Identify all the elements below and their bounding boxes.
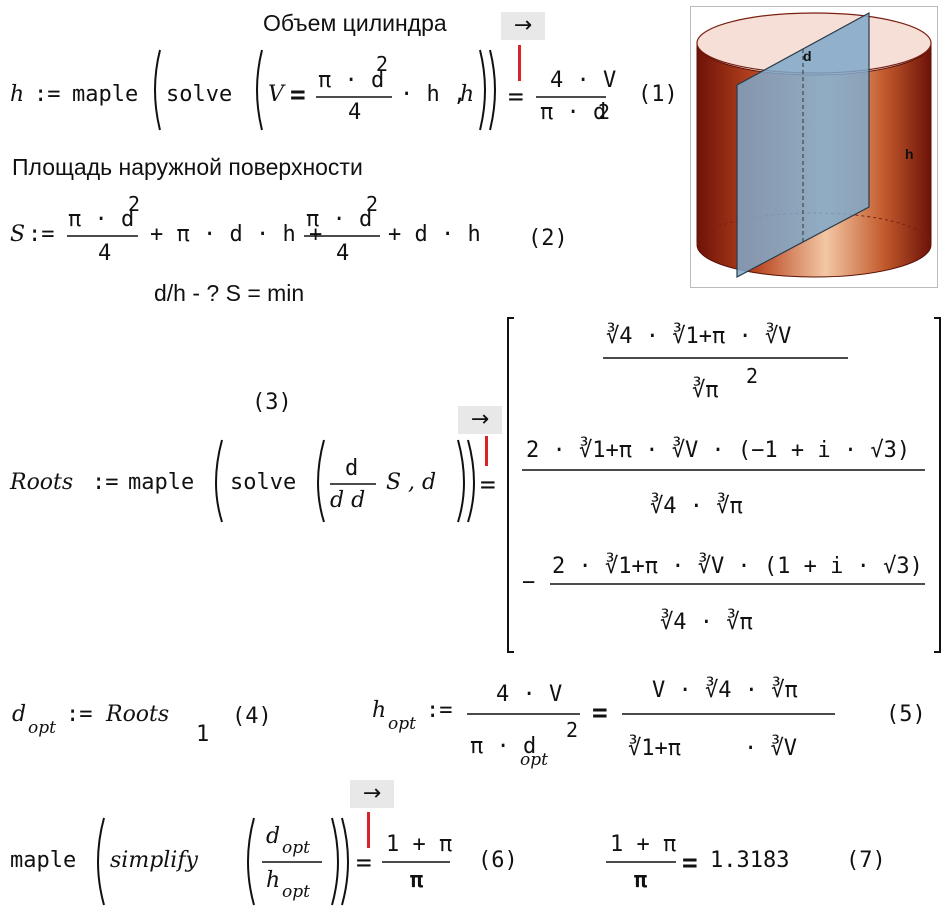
eq1-solve: solve <box>166 82 233 107</box>
cursor-bar-6 <box>367 812 370 848</box>
cylinder-figure: d h <box>690 6 938 288</box>
eq1-result-den: π · d <box>540 100 607 125</box>
eq5-equals: = <box>592 698 608 728</box>
root3-num: 2 · ∛1+π · ∛V · (1 + i · √3) <box>552 554 923 579</box>
eq1-V: V <box>268 82 284 107</box>
root2-den: ∛4 · ∛π <box>650 494 743 519</box>
eq2-t1-exp: 2 <box>128 192 141 216</box>
eq7-num: 1 + π <box>610 832 677 857</box>
eq3-lhs: Roots <box>10 470 74 495</box>
root3-den: ∛4 · ∛π <box>660 610 753 635</box>
cursor-bar-3 <box>485 436 488 466</box>
eq6-equals: = <box>356 848 372 878</box>
eq1-result-num: 4 · V <box>550 68 617 93</box>
problem-statement: d/h - ? S = min <box>154 280 305 306</box>
heading-volume: Объем цилиндра <box>263 10 447 36</box>
eq4-assign: := <box>66 702 93 727</box>
eval-arrow-1[interactable]: → <box>501 12 545 40</box>
eq2-t3-exp: 2 <box>366 192 379 216</box>
eq3-deriv-num: d <box>345 456 359 481</box>
eq5-den-exp: 2 <box>566 718 579 742</box>
eq-number-1: (1) <box>638 82 678 107</box>
eq3-deriv-den: d d <box>330 488 366 513</box>
eq1-result-exp: 2 <box>598 100 611 124</box>
eq3-var: , d <box>408 470 437 495</box>
root2-num: 2 · ∛1+π · ∛V · (−1 + i · √3) <box>526 438 911 463</box>
eq-number-2: (2) <box>528 226 568 251</box>
eq2-mid: + π · d · h + <box>150 222 323 247</box>
eq2-assign: := <box>28 222 55 247</box>
eq5-den-sub: opt <box>520 750 548 770</box>
eq6-result-num: 1 + π <box>386 832 453 857</box>
eq3-assign: := <box>92 470 119 495</box>
eq1-result-equals: = <box>508 82 524 112</box>
root3-minus: − <box>522 570 536 595</box>
eq4-rhs: Roots <box>106 702 170 727</box>
heading-surface: Площадь наружной поверхности <box>12 154 363 180</box>
eq1-dot-h: · h , <box>400 82 467 107</box>
eq-number-5: (5) <box>886 702 926 727</box>
eq1-maple: maple <box>72 82 139 107</box>
eq6-result-den: π <box>410 868 424 893</box>
eq4-lhs: d <box>12 702 27 727</box>
eq2-t3-num: π · d <box>306 207 373 232</box>
figure-label-d: d <box>803 48 812 64</box>
eq6-den: h <box>266 868 281 893</box>
eq2-t1-den: 4 <box>98 241 112 266</box>
eq1-exp: 2 <box>376 52 389 76</box>
root1-den: ∛π <box>692 378 719 403</box>
cylinder-drawing: d h <box>696 11 932 278</box>
eq2-t1-num: π · d <box>68 207 135 232</box>
eval-arrow-6[interactable]: → <box>350 780 394 808</box>
eq5-result-den1: ∛1+π <box>628 736 681 761</box>
eq2-lhs: S <box>10 222 26 247</box>
eq7-den: π <box>634 868 648 893</box>
eq6-num: d <box>266 824 281 849</box>
eq2-tail: + d · h <box>388 222 481 247</box>
eq1-assign: := <box>34 82 61 107</box>
eq1-num: π · d <box>318 68 385 93</box>
eq6-maple: maple <box>10 848 77 873</box>
eq5-assign: := <box>426 698 453 723</box>
eval-arrow-3[interactable]: → <box>458 406 502 434</box>
eq4-sub: opt <box>28 718 56 738</box>
eq3-S: S <box>386 470 402 495</box>
eq5-result-num: V · ∛4 · ∛π <box>652 678 798 703</box>
eq7-value: 1.3183 <box>710 848 790 873</box>
eq3-solve: solve <box>230 470 297 495</box>
eq5-den: π · d <box>470 734 537 759</box>
eq6-num-sub: opt <box>282 838 310 858</box>
eq5-num: 4 · V <box>496 682 563 707</box>
eq3-maple: maple <box>128 470 195 495</box>
eq5-result-den2: · ∛V <box>744 736 797 761</box>
eq1-equals: = <box>290 80 306 110</box>
eq1-lhs: h <box>10 82 25 107</box>
eq1-den: 4 <box>348 100 362 125</box>
eq5-lhs: h <box>372 698 387 723</box>
figure-label-h: h <box>905 146 914 162</box>
eq6-simplify: simplify <box>110 848 198 873</box>
root1-den-exp: 2 <box>746 364 759 388</box>
eq3-equals: = <box>480 470 496 500</box>
eq1-h: h <box>460 82 475 107</box>
eq-number-3: (3) <box>252 390 292 415</box>
cursor-bar-1 <box>518 45 521 81</box>
eq-number-6: (6) <box>478 848 518 873</box>
eq5-sub: opt <box>388 714 416 734</box>
eq-number-4: (4) <box>232 704 272 729</box>
eq6-den-sub: opt <box>282 882 310 902</box>
eq-number-7: (7) <box>846 848 886 873</box>
eq7-equals: = <box>682 848 698 878</box>
eq2-t3-den: 4 <box>336 241 350 266</box>
eq4-index: 1 <box>196 722 210 747</box>
root1-num: ∛4 · ∛1+π · ∛V <box>606 324 792 349</box>
